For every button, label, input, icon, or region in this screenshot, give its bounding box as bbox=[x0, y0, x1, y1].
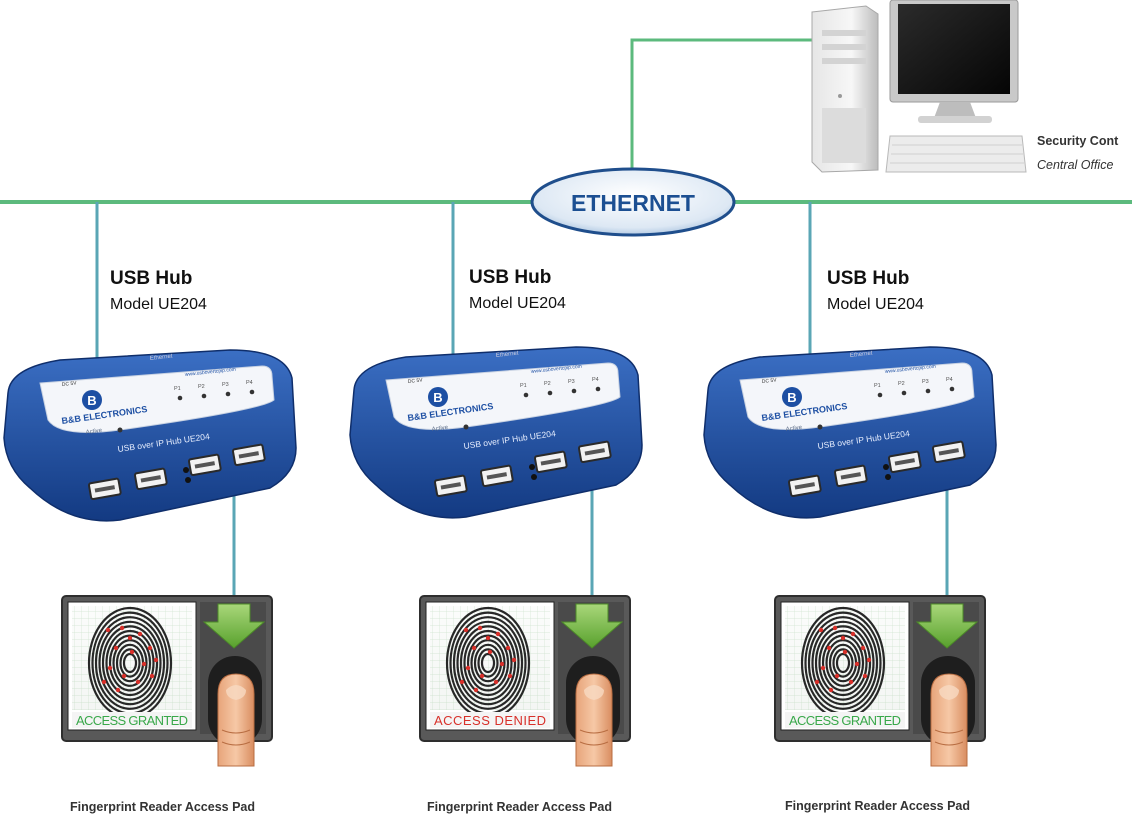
hub-active-label: Active bbox=[785, 425, 803, 433]
hub-logo-letter: B bbox=[87, 393, 96, 408]
hub-active-label: Active bbox=[431, 425, 449, 433]
hub-url-label: www.usbovertcpip.com bbox=[885, 364, 936, 375]
hub-ethernet-label: Ethernet bbox=[496, 351, 520, 359]
ethernet-branch-line bbox=[630, 38, 820, 200]
fingerprint-reader-2: ACCESS DENIED bbox=[419, 595, 631, 767]
hub-model-2: Model UE204 bbox=[469, 295, 566, 312]
hub-port-led bbox=[571, 388, 577, 394]
security-center-subtitle: Central Office bbox=[1037, 158, 1114, 172]
reader-status-text: ACCESS DENIED bbox=[434, 713, 546, 728]
hub-logo-letter: B bbox=[787, 390, 796, 405]
hub-port-label: P3 bbox=[568, 379, 575, 385]
reader-label-2: Fingerprint Reader Access Pad bbox=[427, 800, 613, 814]
hub-port-led bbox=[177, 395, 183, 401]
usb-hub-device-3: BB&B ELECTRONICSActivewww.usbovertcpip.c… bbox=[703, 346, 997, 519]
hub-power-label: DC 5V bbox=[62, 380, 78, 388]
hub-port-led bbox=[595, 386, 601, 392]
hub-port-led bbox=[249, 389, 255, 395]
ethernet-badge: ETHERNET bbox=[530, 167, 736, 237]
ethernet-label: ETHERNET bbox=[571, 190, 695, 216]
hub-port-label: P4 bbox=[592, 377, 599, 383]
security-center-title: Security Cont bbox=[1037, 134, 1119, 148]
fingerprint-reader-3: ACCESS GRANTED bbox=[774, 595, 986, 767]
reader-status-text: ACCESS GRANTED bbox=[789, 713, 901, 728]
hub-port-label: P3 bbox=[222, 382, 229, 388]
hub-port-label: P1 bbox=[874, 383, 881, 389]
usb-hub-device-2: BB&B ELECTRONICSActivewww.usbovertcpip.c… bbox=[349, 346, 643, 519]
hub-port-label: P4 bbox=[246, 380, 253, 386]
hub-url-label: www.usbovertcpip.com bbox=[531, 364, 582, 375]
hub-port-led bbox=[547, 390, 553, 396]
hub-title-3: USB Hub bbox=[827, 268, 910, 289]
hub-power-label: DC 5V bbox=[762, 377, 778, 385]
hub-ethernet-label: Ethernet bbox=[150, 354, 174, 362]
hub-port-label: P2 bbox=[898, 381, 905, 387]
hub-port-led bbox=[523, 392, 529, 398]
hub-port-led bbox=[949, 386, 955, 392]
computer-icon bbox=[811, 0, 1027, 173]
hub-port-label: P3 bbox=[922, 379, 929, 385]
hub-power-label: DC 5V bbox=[408, 377, 424, 385]
hub-port-label: P2 bbox=[544, 381, 551, 387]
hub-title-1: USB Hub bbox=[110, 268, 193, 289]
hub-port-label: P1 bbox=[174, 386, 181, 392]
hub-port-led bbox=[877, 392, 883, 398]
hub-title-2: USB Hub bbox=[469, 267, 552, 288]
hub-port-led bbox=[225, 391, 231, 397]
hub-logo-letter: B bbox=[433, 390, 442, 405]
reader-label-1: Fingerprint Reader Access Pad bbox=[70, 800, 256, 814]
reader-status-text: ACCESS GRANTED bbox=[76, 713, 188, 728]
hub-port-label: P2 bbox=[198, 384, 205, 390]
reader-label-3: Fingerprint Reader Access Pad bbox=[785, 799, 971, 813]
hub-port-led bbox=[901, 390, 907, 396]
usb-hub-device-1: BB&B ELECTRONICSActivewww.usbovertcpip.c… bbox=[3, 349, 297, 522]
hub-port-led bbox=[925, 388, 931, 394]
hub-model-3: Model UE204 bbox=[827, 296, 924, 313]
hub-port-label: P4 bbox=[946, 377, 953, 383]
hub-ethernet-label: Ethernet bbox=[850, 351, 874, 359]
hub-active-label: Active bbox=[85, 428, 103, 436]
hub-url-label: www.usbovertcpip.com bbox=[185, 367, 236, 378]
hub-port-label: P1 bbox=[520, 383, 527, 389]
fingerprint-reader-1: ACCESS GRANTED bbox=[61, 595, 273, 767]
hub-port-led bbox=[201, 393, 207, 399]
hub-model-1: Model UE204 bbox=[110, 296, 207, 313]
